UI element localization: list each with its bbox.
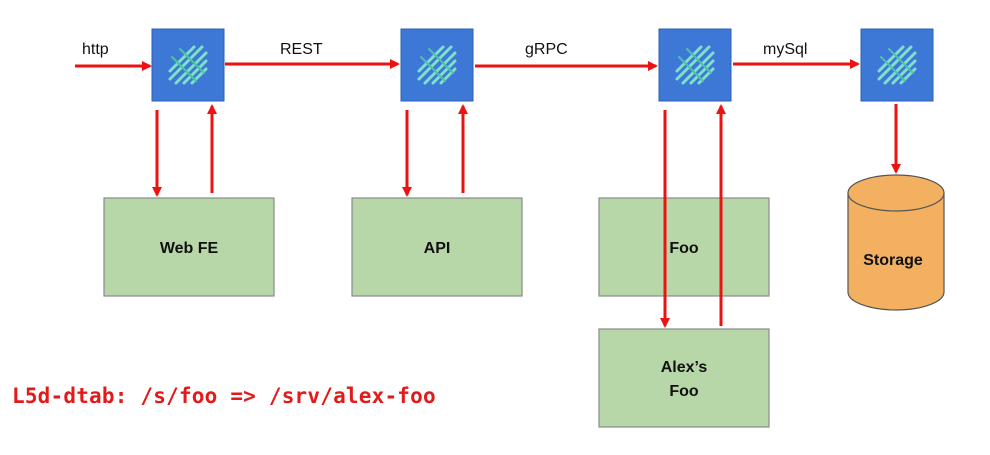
service-web-fe: Web FE: [103, 197, 275, 297]
proxy-node-web-fe: [151, 28, 225, 102]
service-label-alex-foo-line2: Foo: [669, 383, 699, 400]
service-alex-foo: Alex’s Foo: [598, 328, 770, 428]
service-foo: Foo: [598, 197, 770, 297]
storage-database: Storage: [847, 174, 945, 311]
service-label-foo: Foo: [669, 240, 699, 257]
service-api: API: [351, 197, 523, 297]
dtab-override-header: L5d-dtab: /s/foo => /srv/alex-foo: [12, 384, 436, 408]
proxy-node-foo: [658, 28, 732, 102]
edge-label-http: http: [82, 41, 109, 58]
edge-label-grpc: gRPC: [525, 41, 568, 58]
database-cylinder-icon: [847, 193, 945, 311]
service-label-storage: Storage: [863, 252, 923, 269]
proxy-node-api: [400, 28, 474, 102]
service-label-api: API: [424, 240, 451, 257]
service-label-alex-foo-line1: Alex’s: [661, 359, 708, 376]
service-label-web-fe: Web FE: [160, 240, 219, 257]
proxy-node-storage: [860, 28, 934, 102]
edge-label-rest: REST: [280, 41, 323, 58]
edge-label-mysql: mySql: [763, 41, 807, 58]
